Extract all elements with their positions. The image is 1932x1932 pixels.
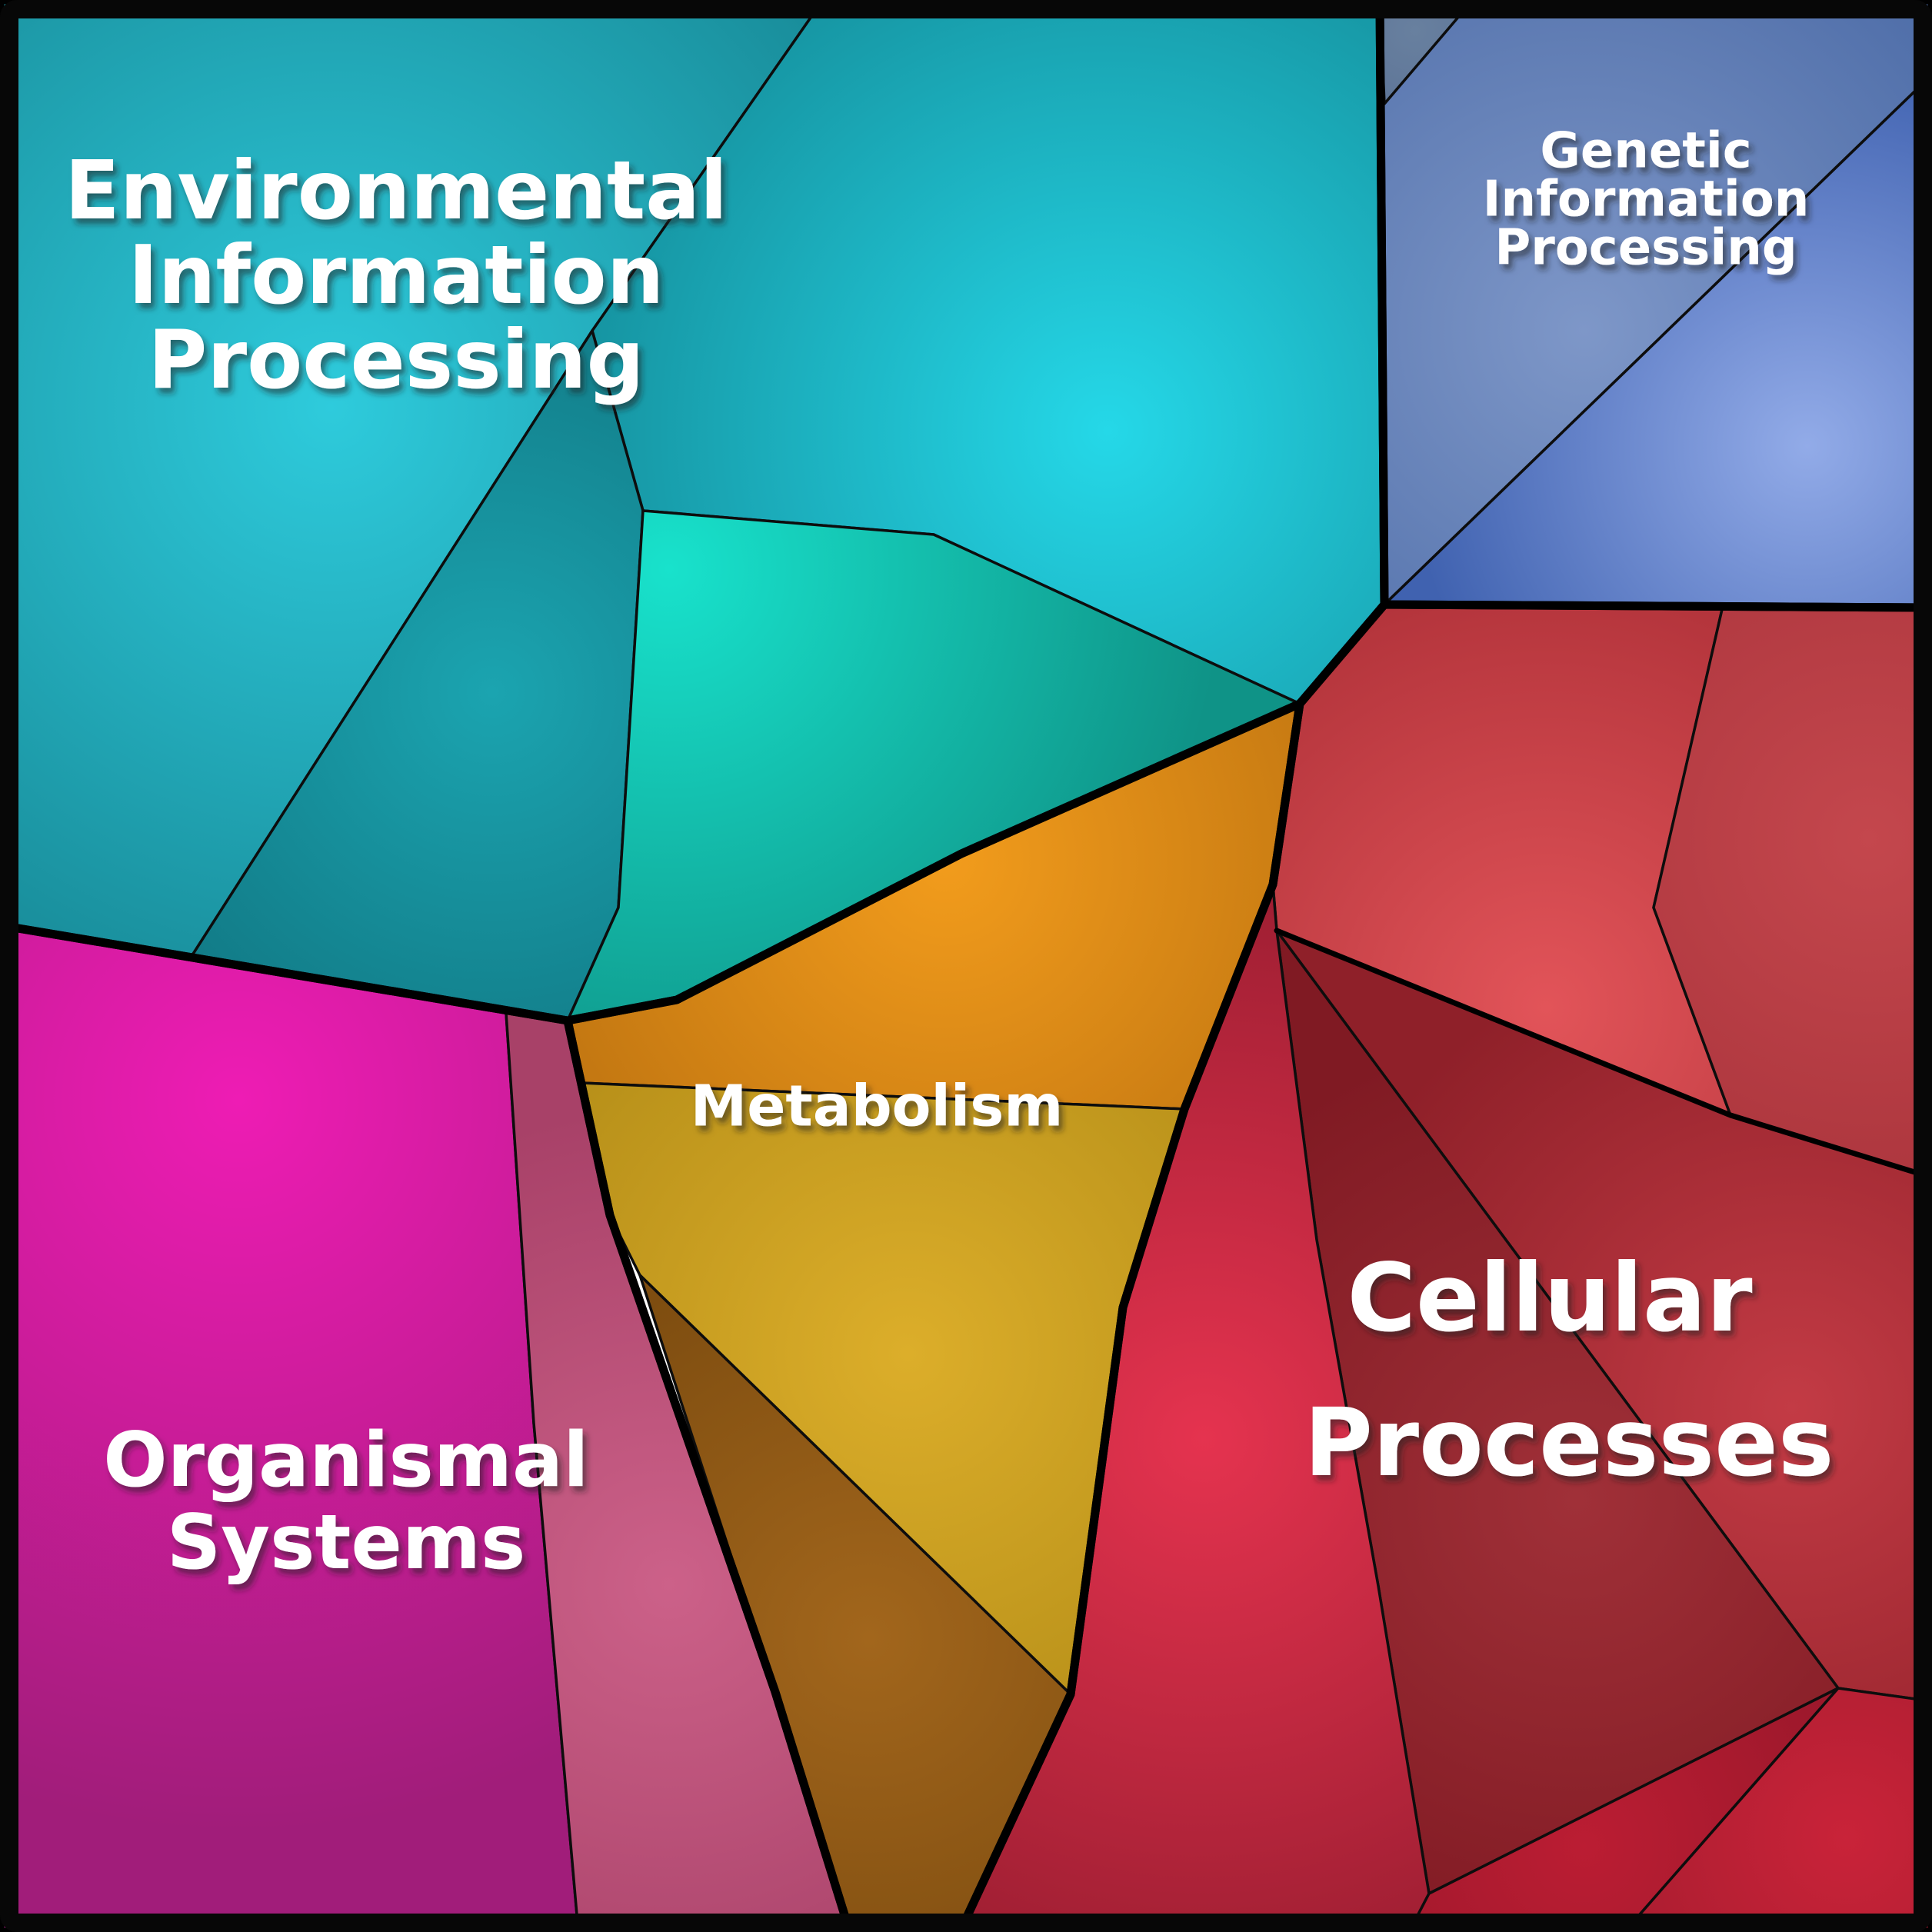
genetic-information-processing--outline [1375,0,1932,612]
genetic-information-processing--label-line-2: Information [1483,172,1810,228]
labels-layer: EnvironmentalInformationProcessingGeneti… [65,123,1834,1587]
organismal-systems--label-line-1: Organismal [103,1417,588,1504]
organismal-systems--label-line-2: Systems [167,1499,526,1587]
genetic-information-processing--label-line-3: Processing [1494,220,1797,277]
cellular-processes--label-line-2: Processes [1304,1388,1834,1497]
environmental-information-processing--label-line-1: Environmental [65,144,728,238]
cellular-processes--cp-corner[interactable] [1623,1687,1932,1932]
metabolism--outline [563,699,1304,1932]
metabolism--label-line-1: Metabolism [691,1074,1064,1140]
cellular-processes--label-line-1: Cellular [1347,1244,1752,1353]
environmental-information-processing--label-line-2: Information [128,228,665,322]
organismal-systems--outline [0,921,854,1932]
emphasis-lines-layer [1274,928,1932,1181]
environmental-information-processing--label-line-3: Processing [148,313,644,407]
genetic-information-processing--label-line-1: Genetic [1540,123,1751,180]
cellular-processes--divider-0 [1274,928,1932,1181]
